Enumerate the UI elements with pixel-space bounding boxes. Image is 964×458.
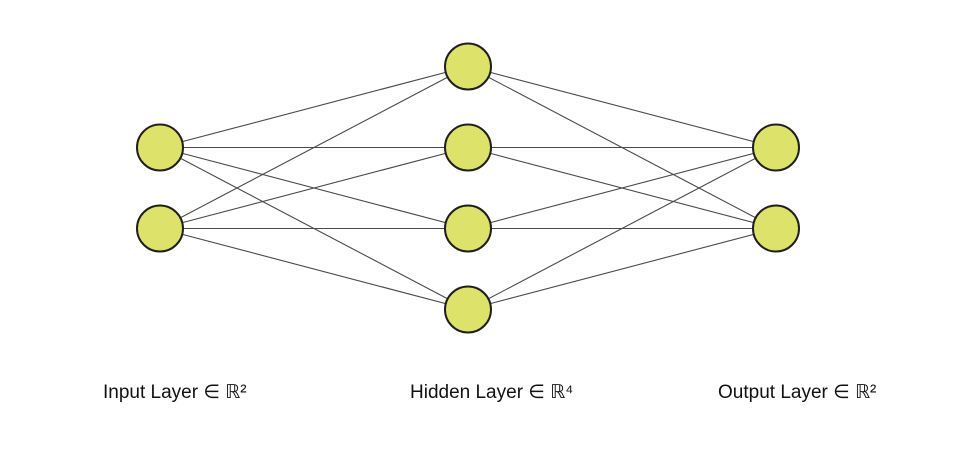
layer-labels: Input Layer ∈ ℝ² Hidden Layer ∈ ℝ⁴ Outpu…: [103, 382, 876, 403]
connection-edges: [159, 65, 777, 311]
output-layer-label: Output Layer ∈ ℝ²: [718, 382, 876, 403]
output-node-2: [752, 204, 800, 253]
edge-input-2-to-hidden-1: [159, 66, 469, 229]
hidden-node-2: [444, 123, 492, 172]
hidden-node-1: [444, 42, 492, 91]
hidden-node-3: [444, 204, 492, 253]
input-layer-label: Input Layer ∈ ℝ²: [103, 382, 247, 403]
edge-input-2-to-hidden-2: [159, 146, 469, 230]
edge-hidden-3-to-output-1: [467, 146, 777, 230]
input-node-1: [136, 123, 184, 172]
output-node-1: [752, 123, 800, 172]
edge-input-1-to-hidden-1: [159, 65, 469, 149]
edge-input-2-to-hidden-4: [159, 227, 469, 311]
neuron-nodes: [136, 42, 800, 334]
edge-hidden-4-to-output-1: [467, 147, 777, 310]
edge-hidden-1-to-output-1: [467, 65, 777, 149]
hidden-layer-label: Hidden Layer ∈ ℝ⁴: [410, 382, 573, 403]
hidden-node-4: [444, 285, 492, 334]
input-node-2: [136, 204, 184, 253]
edge-hidden-4-to-output-2: [467, 227, 777, 311]
